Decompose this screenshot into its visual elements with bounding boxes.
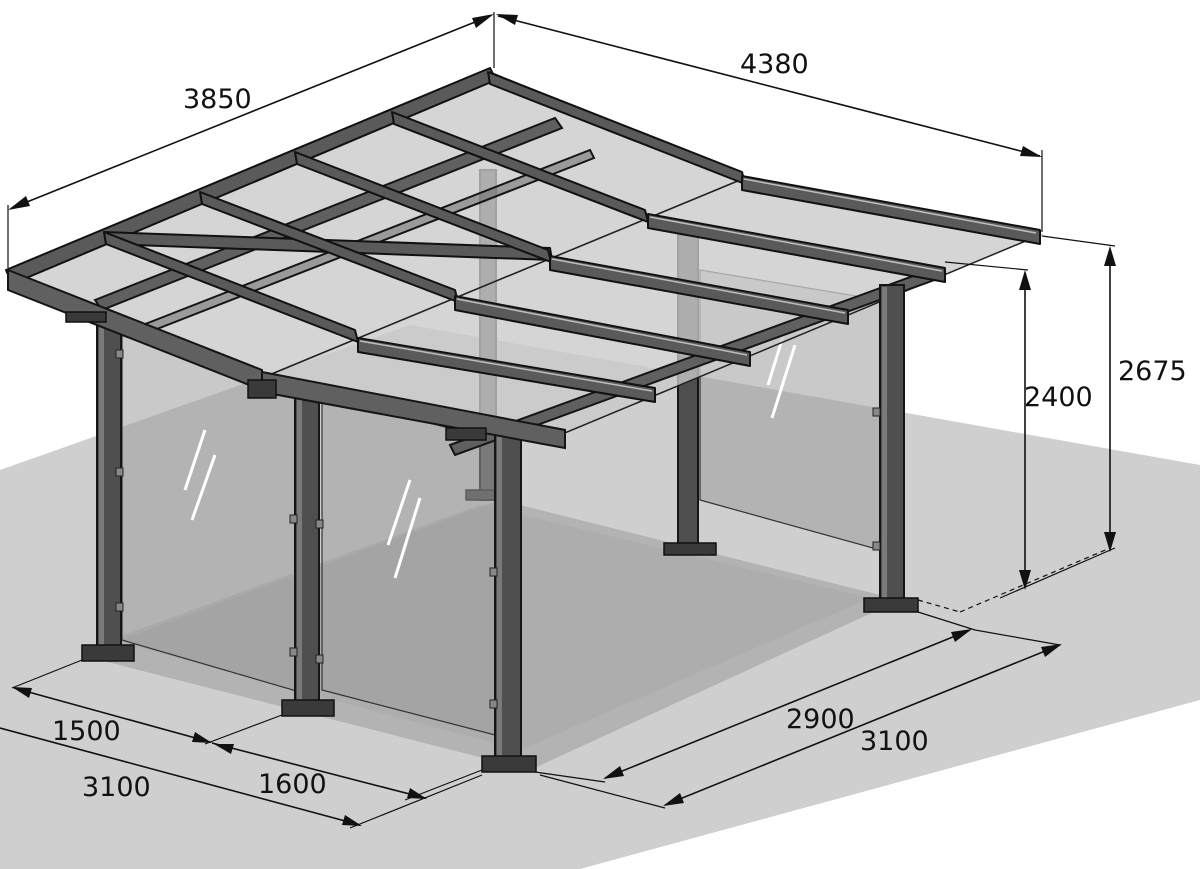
glass-clips	[115, 349, 881, 709]
dimension-clear-height	[917, 261, 1111, 613]
label-front-total: 3100	[82, 772, 151, 803]
glass-wall-front	[121, 334, 496, 736]
label-side-total: 3100	[860, 726, 929, 757]
dimension-roof-width	[7, 12, 495, 268]
label-front-bay-left: 1500	[52, 716, 121, 747]
label-roof-length: 4380	[740, 49, 809, 80]
label-total-height: 2675	[1118, 356, 1187, 387]
dimension-side-total	[539, 629, 1062, 809]
dimension-side-inner	[534, 611, 976, 783]
front-posts	[81, 284, 919, 773]
label-front-bay-right: 1600	[258, 769, 327, 800]
dimension-total-height	[999, 235, 1116, 599]
dimension-roof-length	[496, 14, 1043, 232]
dimension-front-total	[0, 727, 483, 829]
label-clear-height: 2400	[1024, 382, 1093, 413]
label-side-inner: 2900	[786, 704, 855, 735]
front-gutter-beam	[7, 268, 566, 450]
dimension-front-bays	[11, 659, 483, 801]
label-roof-width: 3850	[183, 84, 252, 115]
